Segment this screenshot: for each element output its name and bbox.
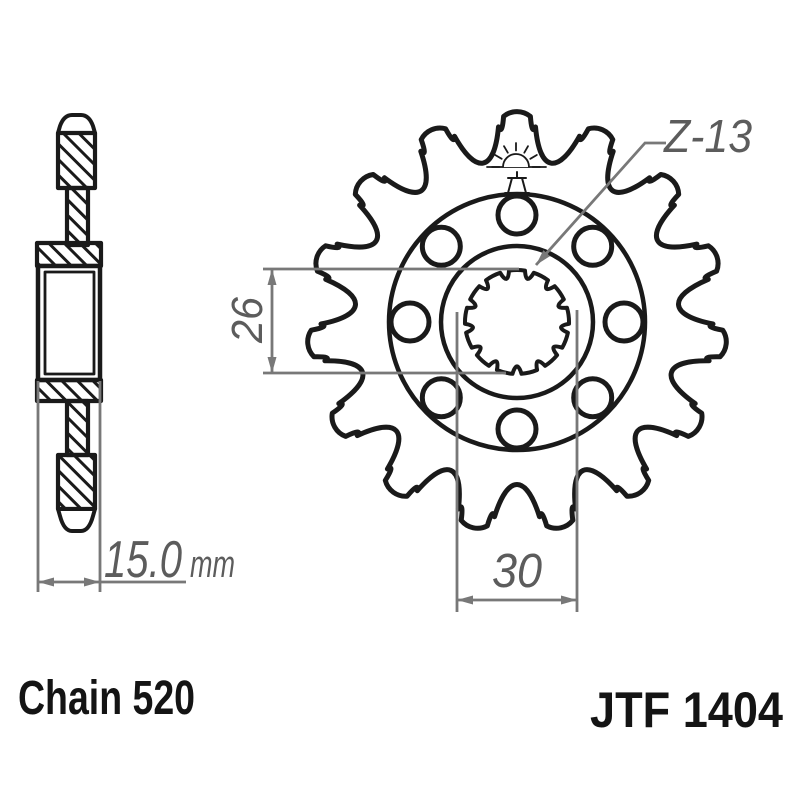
lightening-holes [388, 193, 646, 451]
dim-15-group [36, 381, 186, 592]
lightening-hole [495, 407, 539, 451]
dim-15-arrow-left [38, 577, 54, 587]
jt-sunrise-logo-icon [486, 142, 547, 194]
logo-sun-rays [491, 142, 541, 168]
flange-section-top [34, 240, 104, 269]
lightening-hole [388, 300, 432, 344]
hub-section [35, 263, 103, 383]
web-section-top [64, 185, 91, 248]
lightening-hole [419, 376, 463, 420]
dim-15-arrow-right [84, 577, 100, 587]
logo-sun-ray [503, 145, 509, 154]
logo-sun-ray [523, 145, 529, 154]
lightening-hole [571, 224, 615, 268]
dim-30-value: 30 [492, 545, 542, 598]
dimension-lines [36, 141, 666, 612]
leader-line [534, 141, 666, 266]
teeth-callout-label: Z-13 [663, 110, 752, 162]
dim-26-arrow-up [267, 269, 277, 285]
dim-26-group [263, 267, 519, 375]
lightening-hole [495, 193, 539, 237]
lightening-hole [571, 376, 615, 420]
tooth-section-bottom [55, 452, 98, 512]
dim-26-value: 26 [223, 297, 272, 344]
tooth-cap-bottom [56, 507, 97, 533]
logo-sun-ray [529, 154, 538, 160]
logo-sun-ray [494, 154, 503, 160]
dim-30-arrow-left [457, 595, 473, 605]
flange-section-bottom [34, 377, 104, 404]
logo-sun-dome [502, 153, 530, 168]
tooth-cap-top [56, 113, 97, 135]
web-section-bottom [64, 398, 91, 458]
teeth-callout-leader [534, 141, 666, 266]
side-section-view [34, 113, 104, 533]
dim-15-value: 15.0 [104, 531, 182, 589]
dim-30-arrow-right [561, 595, 577, 605]
chain-size-label: Chain 520 [18, 672, 195, 725]
leader-arrowhead [536, 250, 551, 265]
lightening-hole [602, 300, 646, 344]
logo-jt-mark [504, 171, 530, 194]
sprocket-front-view [305, 109, 729, 531]
hub-bore-inner-line [43, 270, 96, 376]
part-number-label: JTF 1404 [590, 682, 783, 738]
spline-bore-outline [462, 267, 572, 376]
dim-30-group [455, 310, 579, 612]
hub-boss-circle [438, 243, 596, 401]
dim-26-arrow-down [267, 357, 277, 373]
tooth-section-top [55, 130, 98, 191]
lightening-hole [419, 224, 463, 268]
dim-15-unit: mm [190, 544, 235, 586]
